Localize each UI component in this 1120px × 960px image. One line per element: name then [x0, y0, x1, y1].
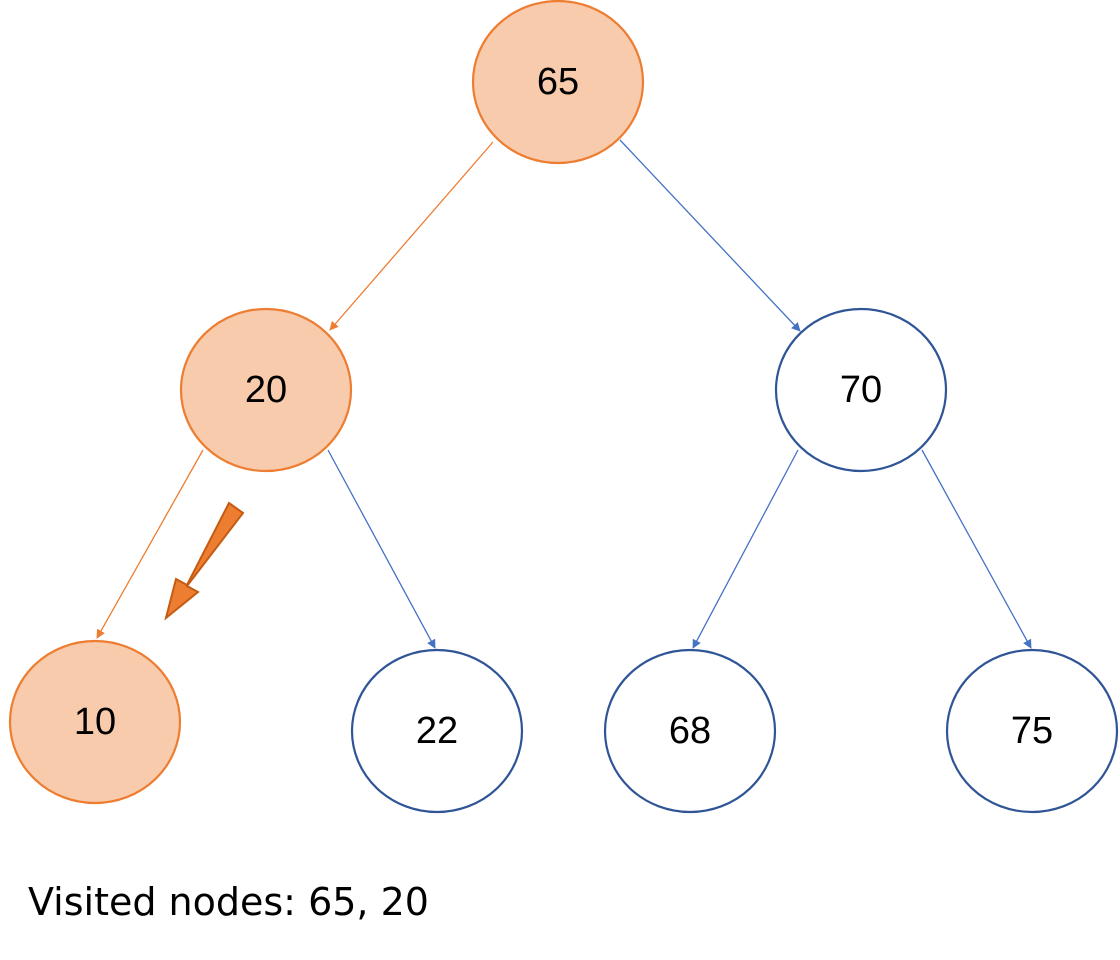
tree-node-65: 65	[471, 0, 645, 165]
node-label: 22	[416, 710, 458, 752]
node-circle	[350, 648, 524, 814]
edge-70-to-75	[921, 449, 1032, 649]
tree-node-68: 68	[603, 648, 777, 814]
tree-nodes: 65 20 70 10 22 68 75	[8, 0, 1119, 814]
node-label: 68	[669, 710, 711, 752]
edge-70-to-68	[692, 449, 799, 649]
node-label: 65	[537, 61, 579, 103]
node-circle	[945, 648, 1119, 814]
node-circle	[8, 639, 182, 805]
visited-nodes-caption: Visited nodes: 65, 20	[28, 880, 429, 924]
edge-20-to-10	[96, 449, 204, 639]
node-label: 20	[245, 369, 287, 411]
edge-65-to-20	[329, 141, 494, 331]
edge-20-to-22	[327, 449, 436, 649]
down-left-arrow-icon	[164, 501, 245, 621]
node-label: 70	[840, 369, 882, 411]
tree-node-75: 75	[945, 648, 1119, 814]
tree-node-22: 22	[350, 648, 524, 814]
tree-edges	[96, 139, 1032, 649]
tree-node-20: 20	[179, 307, 353, 473]
tree-node-10: 10	[8, 639, 182, 805]
node-circle	[179, 307, 353, 473]
node-label: 75	[1011, 710, 1053, 752]
node-circle	[603, 648, 777, 814]
edge-65-to-70	[619, 139, 801, 332]
node-circle	[774, 307, 948, 473]
tree-node-70: 70	[774, 307, 948, 473]
node-label: 10	[74, 701, 116, 743]
current-pointer	[164, 501, 245, 621]
node-circle	[471, 0, 645, 165]
